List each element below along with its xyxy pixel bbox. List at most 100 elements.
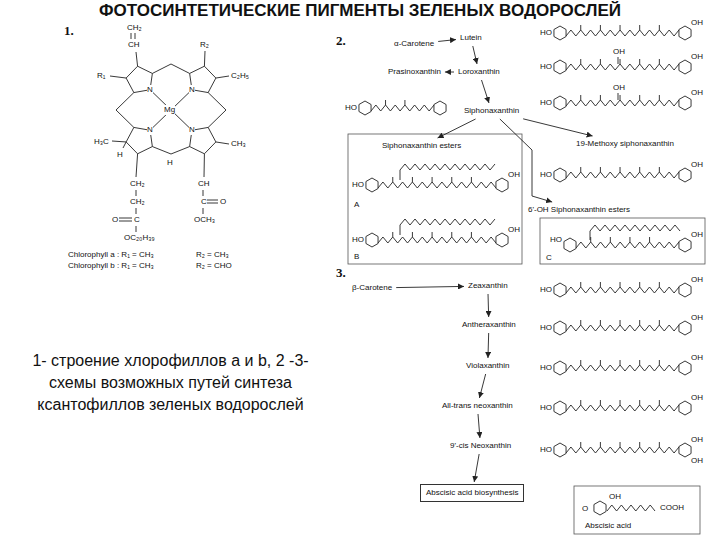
ring-structure [359,101,371,115]
panel-number: 2. [336,34,346,48]
methyl-bond [580,25,581,30]
atom-label: H₃C [94,137,109,147]
group-frame [574,486,700,534]
polyene-chain [566,365,679,371]
node-text: Prasinoxanthin [388,67,441,77]
pathway-arrow [479,374,485,398]
atom-label: O [220,197,226,207]
node-text: Zeaxanthin [468,281,508,291]
atom-label: HO [352,180,364,190]
node-text: Siphonaxanthin esters [382,141,461,151]
atom-label: HO [540,363,552,373]
compound-name: Loroxanthin [456,66,502,78]
polyene-chain [400,219,495,225]
compound-name: Lutein [458,32,484,44]
node-text: Loroxanthin [458,67,500,77]
ring-structure [496,233,508,247]
methyl-bond [385,100,386,105]
methyl-bond [659,442,660,447]
pathway-arrow [500,119,552,202]
atom-label: CH₃ [231,139,246,149]
atom-label: HO [540,403,552,413]
atom-label: OH [508,170,520,180]
methyl-bond [580,320,581,325]
polyene-chain [590,225,680,231]
methyl-bond [620,25,621,30]
polyene-chain [566,30,679,36]
ring-structure [564,238,576,252]
chemical-bond [204,154,205,177]
methyl-bond [639,282,640,287]
chemical-bond [618,93,619,100]
atom-label: O [582,504,588,514]
atom-label: OCH₃ [194,215,215,225]
methyl-bond [600,59,601,64]
chemical-bond [131,33,132,39]
methyl-bond [600,95,601,100]
polyene-chain [566,172,679,178]
chemical-bond [136,154,138,177]
methyl-bond [659,25,660,30]
ring-structure [554,96,566,110]
atom-label: CH [128,40,140,50]
chemical-bond [590,231,591,240]
ring-structure [554,361,566,375]
methyl-bond [659,400,660,405]
atom-label: C₂H₅ [231,71,249,81]
atom-label: R₁ [97,71,105,81]
node-text: 6'-OH Siphonaxanthin esters [528,205,630,215]
methyl-bond [629,237,630,242]
compound-name: α-Carotene [392,38,436,50]
methyl-bond [649,237,650,242]
methyl-bond [659,320,660,325]
ring-structure [554,60,566,74]
compound-name: 6'-OH Siphonaxanthin esters [526,204,632,216]
methyl-bond [620,442,621,447]
methyl-bond [600,167,601,172]
atom-label: H [117,150,123,160]
atom-label: OH [691,313,703,323]
methyl-bond [620,400,621,405]
methyl-bond [580,167,581,172]
atom-label: OC₂₀H₃₉ [124,233,155,243]
chemical-bond [135,33,136,39]
pathway-arrow [396,286,464,287]
ring-structure [679,283,691,297]
ring-structure [554,443,566,457]
chemical-bond [203,208,204,214]
polyene-chain [371,105,434,111]
atom-label: Abscisic acid [585,521,631,531]
ring-structure [594,501,606,515]
methyl-bond [412,232,413,237]
atom-label: Chlorophyll b : R₁ = CH₃ [68,261,154,271]
atom-label: COOH [660,503,684,513]
ring-structure [679,361,691,375]
chlorophyll-structure [110,33,229,232]
carotenoid-structures [359,25,691,515]
methyl-bond [639,167,640,172]
process-box: Abscisic acid biosynthesis [420,484,524,502]
atom-label: HO [345,103,357,113]
chemical-bond [136,208,137,214]
pathway-arrow [482,80,489,103]
atom-label: N [147,125,153,135]
methyl-bond [451,232,452,237]
atom-label: OH [609,492,621,502]
methyl-bond [620,167,621,172]
caption-text: 1- строение хлорофиллов a и b, 2 -3- схе… [8,350,333,416]
chemical-bond [400,170,401,180]
methyl-bond [639,442,640,447]
polyene-chain [566,325,679,331]
methine-bridge [116,93,134,128]
atom-label: C [201,197,207,207]
methyl-bond [432,232,433,237]
chemical-bond [112,141,126,143]
polyene-chain [566,405,679,411]
ring-structure [679,238,691,252]
node-text: All-trans neoxanthin [442,401,513,411]
atom-label: OH [691,160,703,170]
atom-label: R₂ = CHO [196,261,232,271]
methyl-bond [451,177,452,182]
compound-name: Violaxanthin [464,360,511,372]
